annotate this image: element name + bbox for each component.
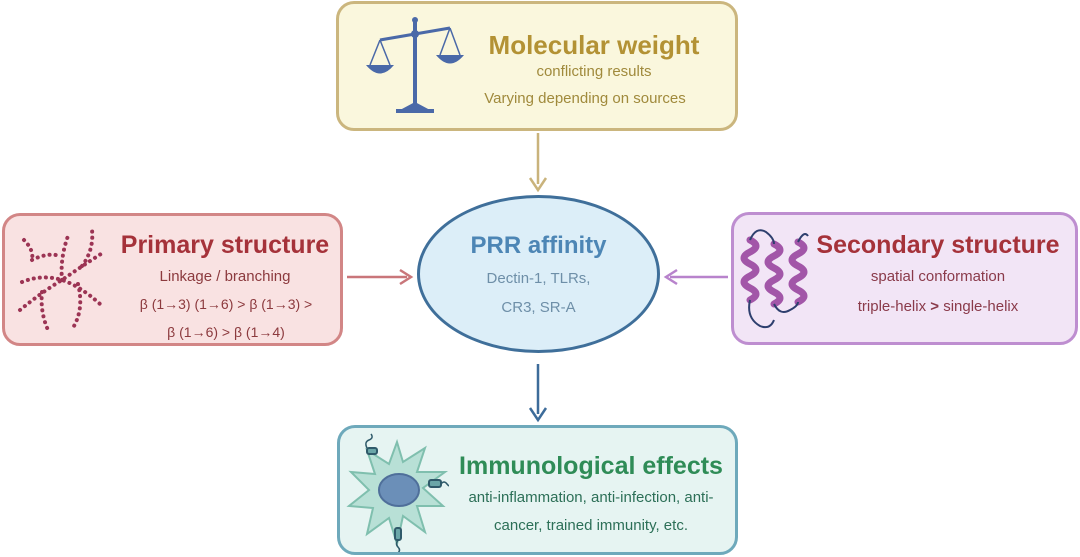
molecular-weight-line1: conflicting results — [536, 63, 652, 80]
primary-structure-title: Primary structure — [120, 231, 330, 259]
primary-structure-line1: Linkage / branching — [159, 268, 291, 285]
prr-affinity-ellipse — [417, 195, 660, 353]
molecular-weight-title: Molecular weight — [488, 30, 700, 60]
balance-scale-icon — [366, 17, 464, 113]
secondary-structure-title: Secondary structure — [816, 231, 1060, 259]
secondary-structure-line2: triple-helix > single-helix — [808, 298, 1068, 315]
immunological-effects-line2: cancer, trained immunity, etc. — [494, 517, 688, 534]
arrow-mw-to-prr — [528, 133, 548, 193]
branched-polymer-icon — [18, 228, 106, 332]
secondary-structure-box — [731, 212, 1078, 345]
immunological-effects-title: Immunological effects — [459, 452, 723, 480]
arrow-secondary-to-prr — [663, 268, 728, 286]
prr-affinity-line2: CR3, SR-A — [501, 299, 576, 316]
helix-protein-icon — [740, 229, 809, 329]
molecular-weight-line2: Varying depending on sources — [484, 90, 686, 107]
greater-than-symbol: > — [930, 298, 940, 315]
primary-structure-line3: β (1→6) > β (1→4) — [167, 324, 285, 340]
arrow-prr-to-immunological — [528, 364, 548, 423]
secondary-structure-line1: spatial conformation — [870, 268, 1006, 285]
primary-structure-line2: β (1→3) (1→6) > β (1→3) > — [139, 296, 313, 312]
line2-part-a: triple-helix — [857, 298, 931, 315]
prr-affinity-line1: Dectin-1, TLRs, — [486, 270, 591, 287]
line2-part-b: single-helix — [939, 298, 1019, 315]
immunological-effects-line1: anti-inflammation, anti-infection, anti- — [468, 489, 714, 506]
immune-cell-icon — [346, 433, 449, 552]
prr-affinity-title: PRR affinity — [470, 232, 607, 259]
arrow-primary-to-prr — [347, 268, 414, 286]
